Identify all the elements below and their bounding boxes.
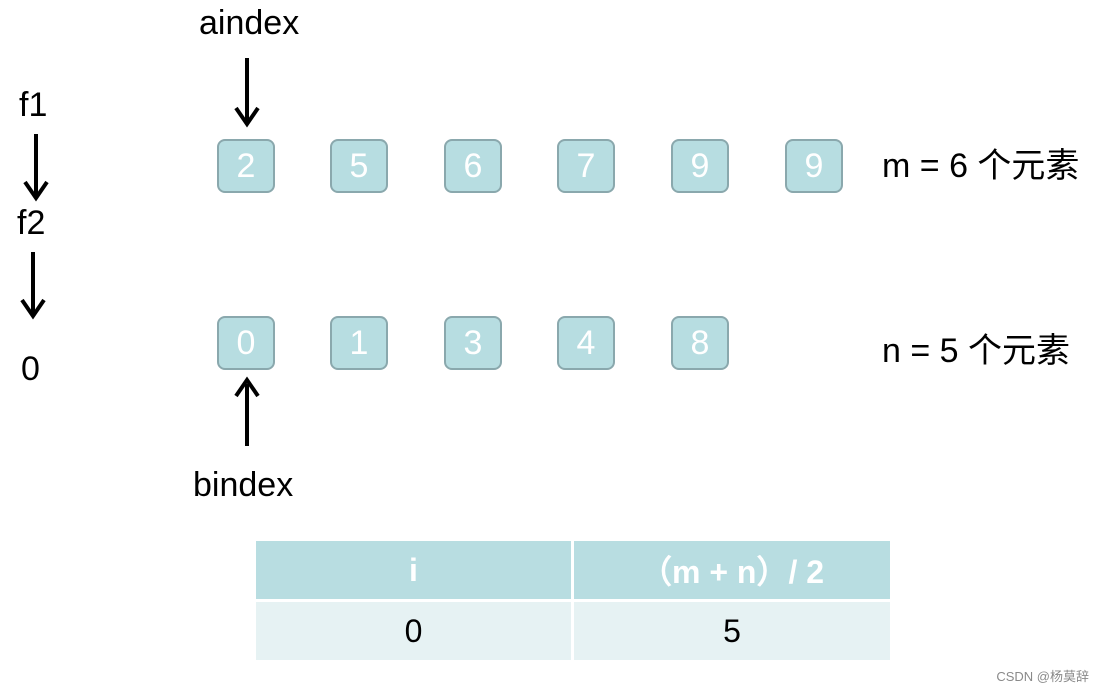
aindex-arrow-down-icon bbox=[234, 58, 260, 128]
array-b-cell: 1 bbox=[330, 316, 388, 370]
array-b-cell: 8 bbox=[671, 316, 729, 370]
array-b-cell: 3 bbox=[444, 316, 502, 370]
array-b-cell: 4 bbox=[557, 316, 615, 370]
zero-label: 0 bbox=[21, 350, 40, 388]
array-b-cell: 0 bbox=[217, 316, 275, 370]
table-cell-half-sum: 5 bbox=[574, 602, 890, 660]
watermark: CSDN @杨莫辞 bbox=[996, 669, 1089, 684]
table-header-i: i bbox=[256, 541, 571, 599]
f1-label: f1 bbox=[19, 86, 48, 124]
bindex-label: bindex bbox=[193, 466, 294, 504]
array-a-cell: 2 bbox=[217, 139, 275, 193]
table-cell-i: 0 bbox=[256, 602, 571, 660]
bindex-arrow-up-icon bbox=[234, 376, 260, 446]
f2-label: f2 bbox=[17, 204, 46, 242]
array-b-caption: n = 5 个元素 bbox=[882, 332, 1071, 370]
array-a-cell: 6 bbox=[444, 139, 502, 193]
array-a-caption: m = 6 个元素 bbox=[882, 147, 1080, 185]
array-a-cell: 9 bbox=[785, 139, 843, 193]
array-a-cell: 9 bbox=[671, 139, 729, 193]
array-a-cell: 5 bbox=[330, 139, 388, 193]
aindex-label: aindex bbox=[199, 4, 300, 42]
f2-to-zero-arrow-icon bbox=[20, 252, 46, 320]
f1-to-f2-arrow-icon bbox=[23, 134, 49, 202]
array-a-cell: 7 bbox=[557, 139, 615, 193]
table-header-half-sum: （m + n）/ 2 bbox=[574, 541, 890, 599]
